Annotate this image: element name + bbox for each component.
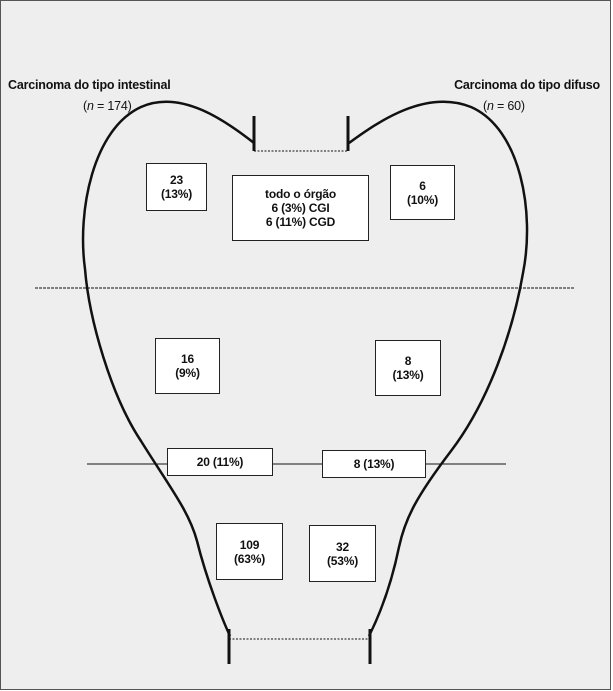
lower-left-pct: (63%) [233, 551, 265, 566]
lower-right-box: 32 (53%) [309, 525, 376, 582]
lower-right-pct: (53%) [326, 553, 358, 568]
whole-organ-cgd: 6 (11%) CGD [265, 215, 336, 229]
middle-left-pct: (9%) [175, 366, 200, 380]
border-right-text: 8 (13%) [353, 457, 395, 471]
intestinal-type-label: Carcinoma do tipo intestinal [8, 78, 171, 93]
diffuse-n-value: = 60 [493, 99, 521, 113]
border-right-box: 8 (13%) [322, 450, 426, 478]
upper-right-count: 6 [419, 178, 426, 193]
intestinal-type-title: Carcinoma do tipo intestinal [8, 78, 171, 92]
upper-right-box: 6 (10%) [390, 165, 455, 220]
border-left-box: 20 (11%) [167, 448, 273, 476]
whole-organ-cgi: 6 (3%) CGI [271, 201, 330, 215]
upper-left-pct: (13%) [160, 187, 192, 201]
diffuse-n-var: n [486, 99, 494, 113]
border-left-text: 20 (11%) [196, 455, 244, 469]
lower-left-box: 109 (63%) [216, 523, 283, 580]
diffuse-type-title: Carcinoma do tipo difuso [454, 78, 600, 92]
upper-left-box: 23 (13%) [146, 163, 207, 211]
intestinal-type-n: (n = 174) [83, 99, 132, 113]
stomach-outline [81, 100, 529, 637]
lower-left-count: 109 [239, 537, 260, 552]
diffuse-type-n: (n = 60) [483, 99, 525, 113]
diffuse-type-label: Carcinoma do tipo difuso [454, 78, 600, 93]
whole-organ-box: todo o órgão 6 (3%) CGI 6 (11%) CGD [232, 175, 369, 241]
middle-right-pct: (13%) [392, 368, 424, 382]
middle-left-count: 16 [181, 352, 194, 366]
middle-right-box: 8 (13%) [375, 340, 441, 396]
upper-left-count: 23 [170, 173, 183, 187]
whole-organ-title: todo o órgão [265, 187, 336, 201]
intestinal-n-var: n [86, 99, 94, 113]
middle-left-box: 16 (9%) [155, 338, 220, 394]
upper-right-pct: (10%) [406, 192, 438, 207]
lower-right-count: 32 [336, 539, 349, 554]
intestinal-n-value: = 174 [93, 99, 128, 113]
middle-right-count: 8 [404, 354, 412, 368]
